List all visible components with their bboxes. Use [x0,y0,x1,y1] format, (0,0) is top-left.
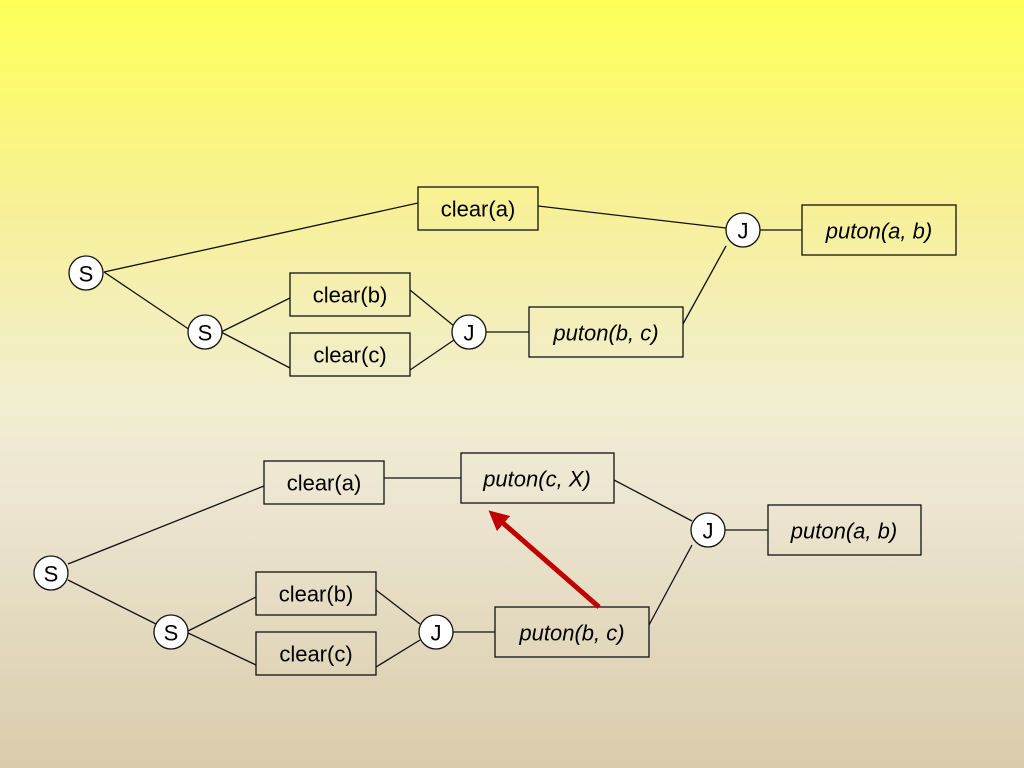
action-box-clear-b: clear(b) [289,272,411,317]
action-label: clear(c) [313,343,386,368]
node-label: S [44,562,59,587]
action-label: clear(a) [287,471,362,496]
edge [67,579,157,625]
action-box-puton-b-c: puton(b, c) [494,606,650,658]
split-node: S [187,314,223,350]
node-label: J [464,321,475,346]
action-box-clear-c: clear(c) [255,631,377,676]
action-box-puton-a-b: puton(a, b) [767,504,922,556]
action-label: puton(b, c) [518,621,624,646]
edge [220,331,291,369]
edge [682,245,727,325]
action-box-clear-b: clear(b) [255,571,377,616]
action-label: puton(a, b) [825,219,932,244]
edge [67,485,265,565]
action-label: puton(b, c) [552,321,658,346]
node-label: J [703,519,714,544]
action-label: puton(a, b) [790,519,897,544]
edge [648,544,693,626]
edge [185,596,257,633]
threat-arrow [488,510,601,609]
edge [409,339,455,371]
split-node: S [33,555,69,591]
edge [613,479,693,522]
action-label: clear(c) [279,642,352,667]
node-label: J [431,621,442,646]
split-node: S [68,255,104,291]
edge [409,289,455,327]
top-edges [103,202,802,371]
join-node: J [451,314,487,350]
split-node: S [153,614,189,650]
edge [537,205,727,229]
action-box-clear-a: clear(a) [417,186,539,231]
edge [375,639,421,668]
action-label: clear(a) [441,197,516,222]
edge [220,297,291,333]
edge [103,202,419,273]
action-box-clear-a: clear(a) [263,460,385,505]
node-label: S [198,321,213,346]
bottom-edges [67,477,768,668]
action-box-clear-c: clear(c) [289,332,411,377]
node-label: S [79,262,94,287]
top-plan-network: S S J J clear(a) clear(b) clear(c) put [68,186,957,377]
action-label: clear(b) [313,283,388,308]
action-box-puton-a-b: puton(a, b) [801,204,957,256]
edge [103,271,191,331]
action-box-puton-b-c: puton(b, c) [528,306,684,358]
edge [185,631,257,666]
action-label: puton(c, X) [482,467,591,492]
action-label: clear(b) [279,582,354,607]
bottom-plan-network: S S J J clear(a) puton(c, X) clear(b) [33,452,922,676]
join-node: J [418,614,454,650]
join-node: J [690,512,726,548]
join-node: J [725,212,761,248]
action-box-puton-c-x: puton(c, X) [460,452,615,504]
node-label: J [738,219,749,244]
node-label: S [164,621,179,646]
edge [375,589,421,625]
